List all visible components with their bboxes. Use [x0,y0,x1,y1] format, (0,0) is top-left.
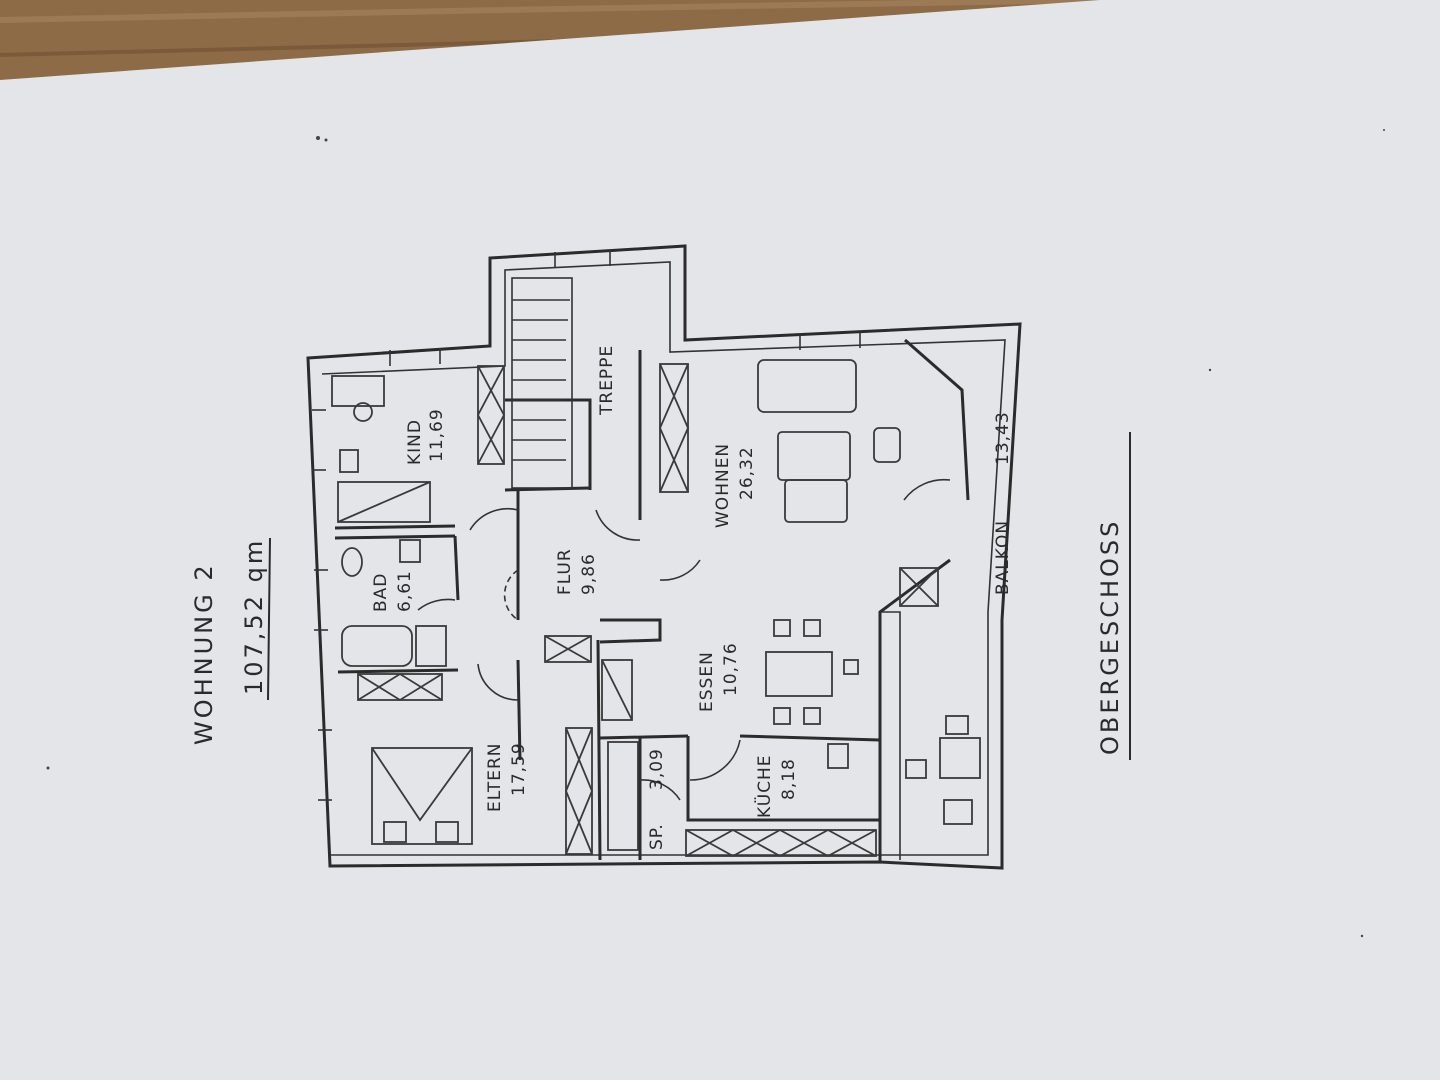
room-kind-area: 11,69 [427,408,447,462]
room-bad-area: 6,61 [395,570,415,612]
room-essen: ESSEN 10,76 [697,642,741,712]
room-kueche: KÜCHE 8,18 [753,754,799,818]
apartment-heading: WOHNUNG 2 107,52 qm [190,538,271,745]
room-bad: BAD 6,61 [371,570,415,612]
room-wohnen-name: WOHNEN [713,443,733,528]
room-flur-area: 9,86 [579,553,599,595]
room-essen-area: 10,76 [721,642,741,696]
room-balkon-area: 13,43 [993,411,1013,465]
floor-heading: OBERGESCHOSS [1096,432,1131,760]
room-wohnen: WOHNEN 26,32 [713,443,757,528]
room-bad-name: BAD [371,573,391,612]
room-essen-name: ESSEN [697,651,717,712]
room-wohnen-area: 26,32 [737,446,757,500]
room-kind-name: KIND [405,419,425,465]
floor-plan-drawing [306,244,1022,870]
room-speis-area: 3,09 [647,748,667,790]
room-kueche-area: 8,18 [779,758,799,800]
room-speis: SP. 3,09 [647,748,667,850]
room-eltern-area: 17,59 [509,742,529,796]
room-kueche-name: KÜCHE [753,754,775,818]
floor-title: OBERGESCHOSS [1096,519,1124,755]
room-treppe: TREPPE [597,345,617,416]
room-treppe-name: TREPPE [597,345,617,416]
paper-specks [46,129,1385,938]
apartment-area: 107,52 qm [240,538,268,695]
apartment-title: WOHNUNG 2 [190,562,218,745]
staircase [511,277,573,489]
room-balkon-name: BALKON [993,520,1013,595]
room-speis-name: SP. [647,823,667,850]
room-kind: KIND 11,69 [405,408,447,465]
room-flur-name: FLUR [555,548,575,595]
room-eltern-name: ELTERN [485,742,505,812]
room-balkon: BALKON 13,43 [993,411,1013,595]
room-eltern: ELTERN 17,59 [485,742,529,812]
room-flur: FLUR 9,86 [555,548,599,595]
